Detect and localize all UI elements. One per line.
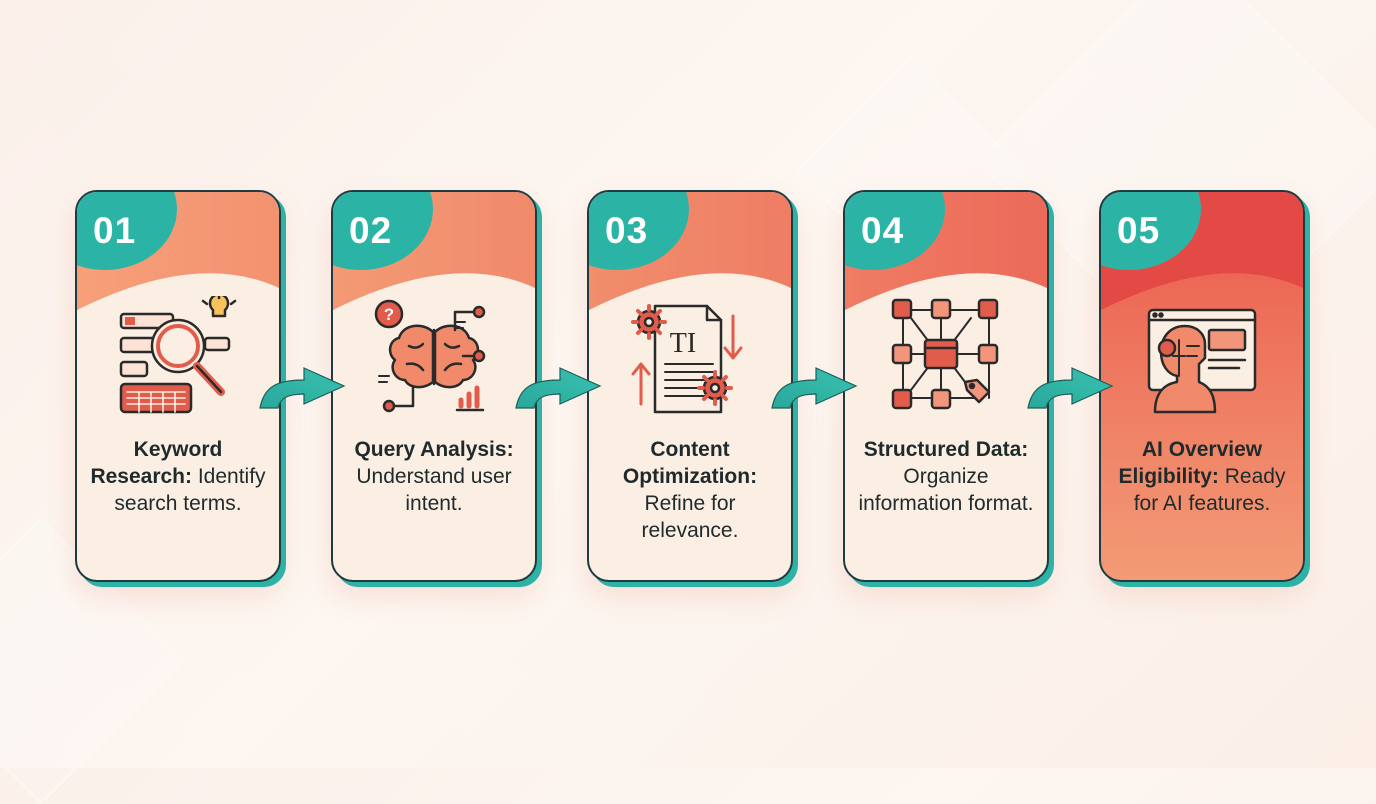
step-title: Query Analysis:	[354, 438, 514, 461]
connector-arrow	[515, 367, 602, 409]
step-number: 04	[861, 210, 905, 251]
connector-arrow	[259, 367, 346, 409]
step-text: Content Optimization: Refine for relevan…	[597, 436, 783, 544]
document-gears-icon: TI	[631, 304, 743, 414]
connector-arrow	[771, 367, 858, 409]
step-number: 05	[1117, 210, 1161, 251]
step-text: Keyword Research: Identify search terms.	[85, 436, 271, 517]
ai-robot-icon	[1147, 308, 1257, 414]
step-number: 01	[93, 210, 137, 251]
step-description: Refine for relevance.	[641, 492, 739, 542]
step-number: 02	[349, 210, 393, 251]
step-title: AI Overview Eligibility:	[1118, 438, 1263, 488]
step-text: AI Overview Eligibility: Ready for AI fe…	[1109, 436, 1295, 517]
step-card-5: 05 AI Overview Eligibility: Ready for AI…	[1099, 190, 1305, 582]
svg-text:TI: TI	[670, 328, 696, 359]
svg-text:?: ?	[384, 305, 394, 324]
step-text: Query Analysis: Understand user intent.	[341, 436, 527, 517]
brain-analysis-icon: ?	[374, 299, 486, 413]
step-title: Keyword Research:	[90, 438, 223, 488]
step-description: Identify search terms.	[114, 465, 266, 515]
step-description: Ready for AI features.	[1133, 465, 1286, 515]
connector-arrow	[1027, 367, 1114, 409]
step-title: Structured Data:	[863, 438, 1029, 461]
step-card-4: 04 Structured Data: Organize information…	[843, 190, 1049, 582]
step-number: 03	[605, 210, 649, 251]
step-title: Content Optimization:	[622, 438, 758, 488]
step-description: Organize information format.	[858, 465, 1034, 515]
step-card-1: 01 Keyword Research: Identify search ter…	[75, 190, 281, 582]
step-card-2: 02 ? Query Analysis: Understand user int…	[331, 190, 537, 582]
step-card-3: 03 TI Content Optimization: Refine for r…	[587, 190, 793, 582]
keyword-research-icon	[119, 296, 237, 414]
data-structure-icon	[891, 298, 999, 410]
step-description: Understand user intent.	[356, 465, 512, 515]
step-text: Structured Data: Organize information fo…	[853, 436, 1039, 517]
